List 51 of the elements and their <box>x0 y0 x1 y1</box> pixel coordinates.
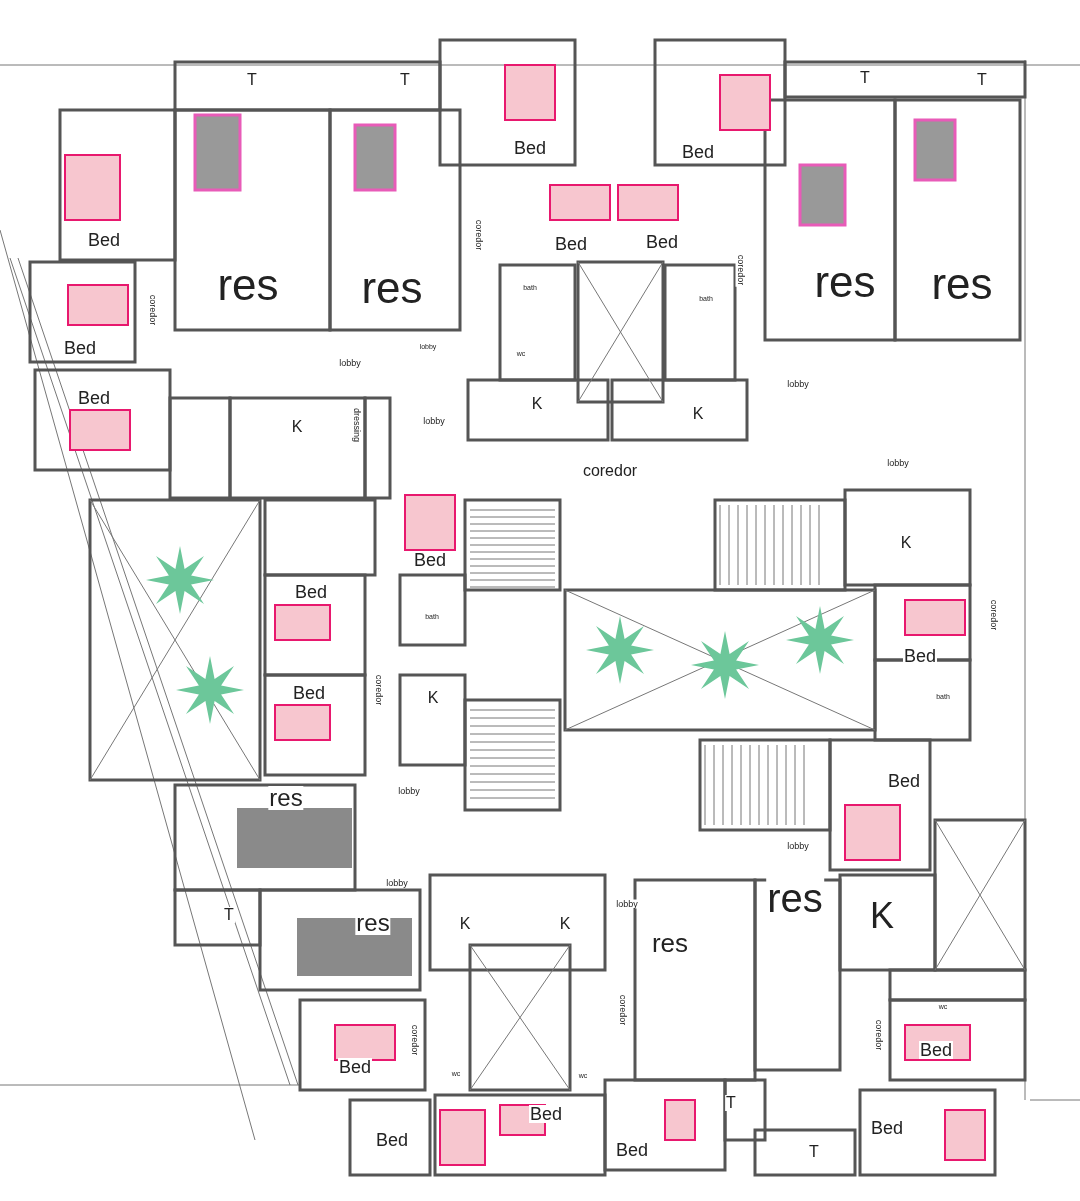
room-label: res <box>268 786 304 810</box>
room-label: lobby <box>615 899 639 909</box>
room-label: Bed <box>529 1105 563 1123</box>
room-label: T <box>246 72 258 88</box>
room-label: Bed <box>887 772 921 790</box>
room-label: dressing <box>351 407 361 443</box>
room-label: coredor <box>988 598 998 632</box>
room-label: K <box>458 916 472 932</box>
room-label: Bed <box>681 143 715 161</box>
room-label: coredor <box>473 218 483 252</box>
room-label: coredor <box>617 993 627 1027</box>
room-label: T <box>725 1095 737 1111</box>
room-label: K <box>558 916 572 932</box>
room-label: T <box>223 907 235 923</box>
room-label: lobby <box>338 358 362 368</box>
room-label: Bed <box>919 1041 953 1059</box>
room-label: lobby <box>397 786 421 796</box>
room-label: T <box>808 1144 820 1160</box>
room-label: Bed <box>338 1058 372 1076</box>
room-label: Bed <box>645 233 679 251</box>
room-label: Bed <box>870 1119 904 1137</box>
room-label: coredor <box>373 673 383 707</box>
room-label: Bed <box>903 647 937 665</box>
room-label: coredor <box>873 1018 883 1052</box>
room-label: coredor <box>581 463 639 479</box>
room-label: Bed <box>554 235 588 253</box>
room-label: lobby <box>786 379 810 389</box>
room-label: K <box>899 535 913 551</box>
room-label: lobby <box>385 878 409 888</box>
room-label: K <box>290 419 304 435</box>
room-label: K <box>426 690 440 706</box>
room-label: lobby <box>886 458 910 468</box>
room-label: Bed <box>513 139 547 157</box>
room-label: Bed <box>87 231 121 249</box>
room-label: T <box>399 72 411 88</box>
room-label: Bed <box>375 1131 409 1149</box>
room-label: Bed <box>292 684 326 702</box>
room-label: Bed <box>294 583 328 601</box>
room-label: coredor <box>409 1023 419 1057</box>
room-label: lobby <box>422 416 446 426</box>
room-label: Bed <box>615 1141 649 1159</box>
room-label: Bed <box>77 389 111 407</box>
room-label: T <box>859 70 871 86</box>
room-label: K <box>691 406 705 422</box>
room-label: K <box>530 396 544 412</box>
room-label: lobby <box>786 841 810 851</box>
room-label: coredor <box>735 253 745 287</box>
room-label: coredor <box>147 293 157 327</box>
room-label: Bed <box>413 551 447 569</box>
room-label: Bed <box>63 339 97 357</box>
room-label: T <box>976 72 988 88</box>
